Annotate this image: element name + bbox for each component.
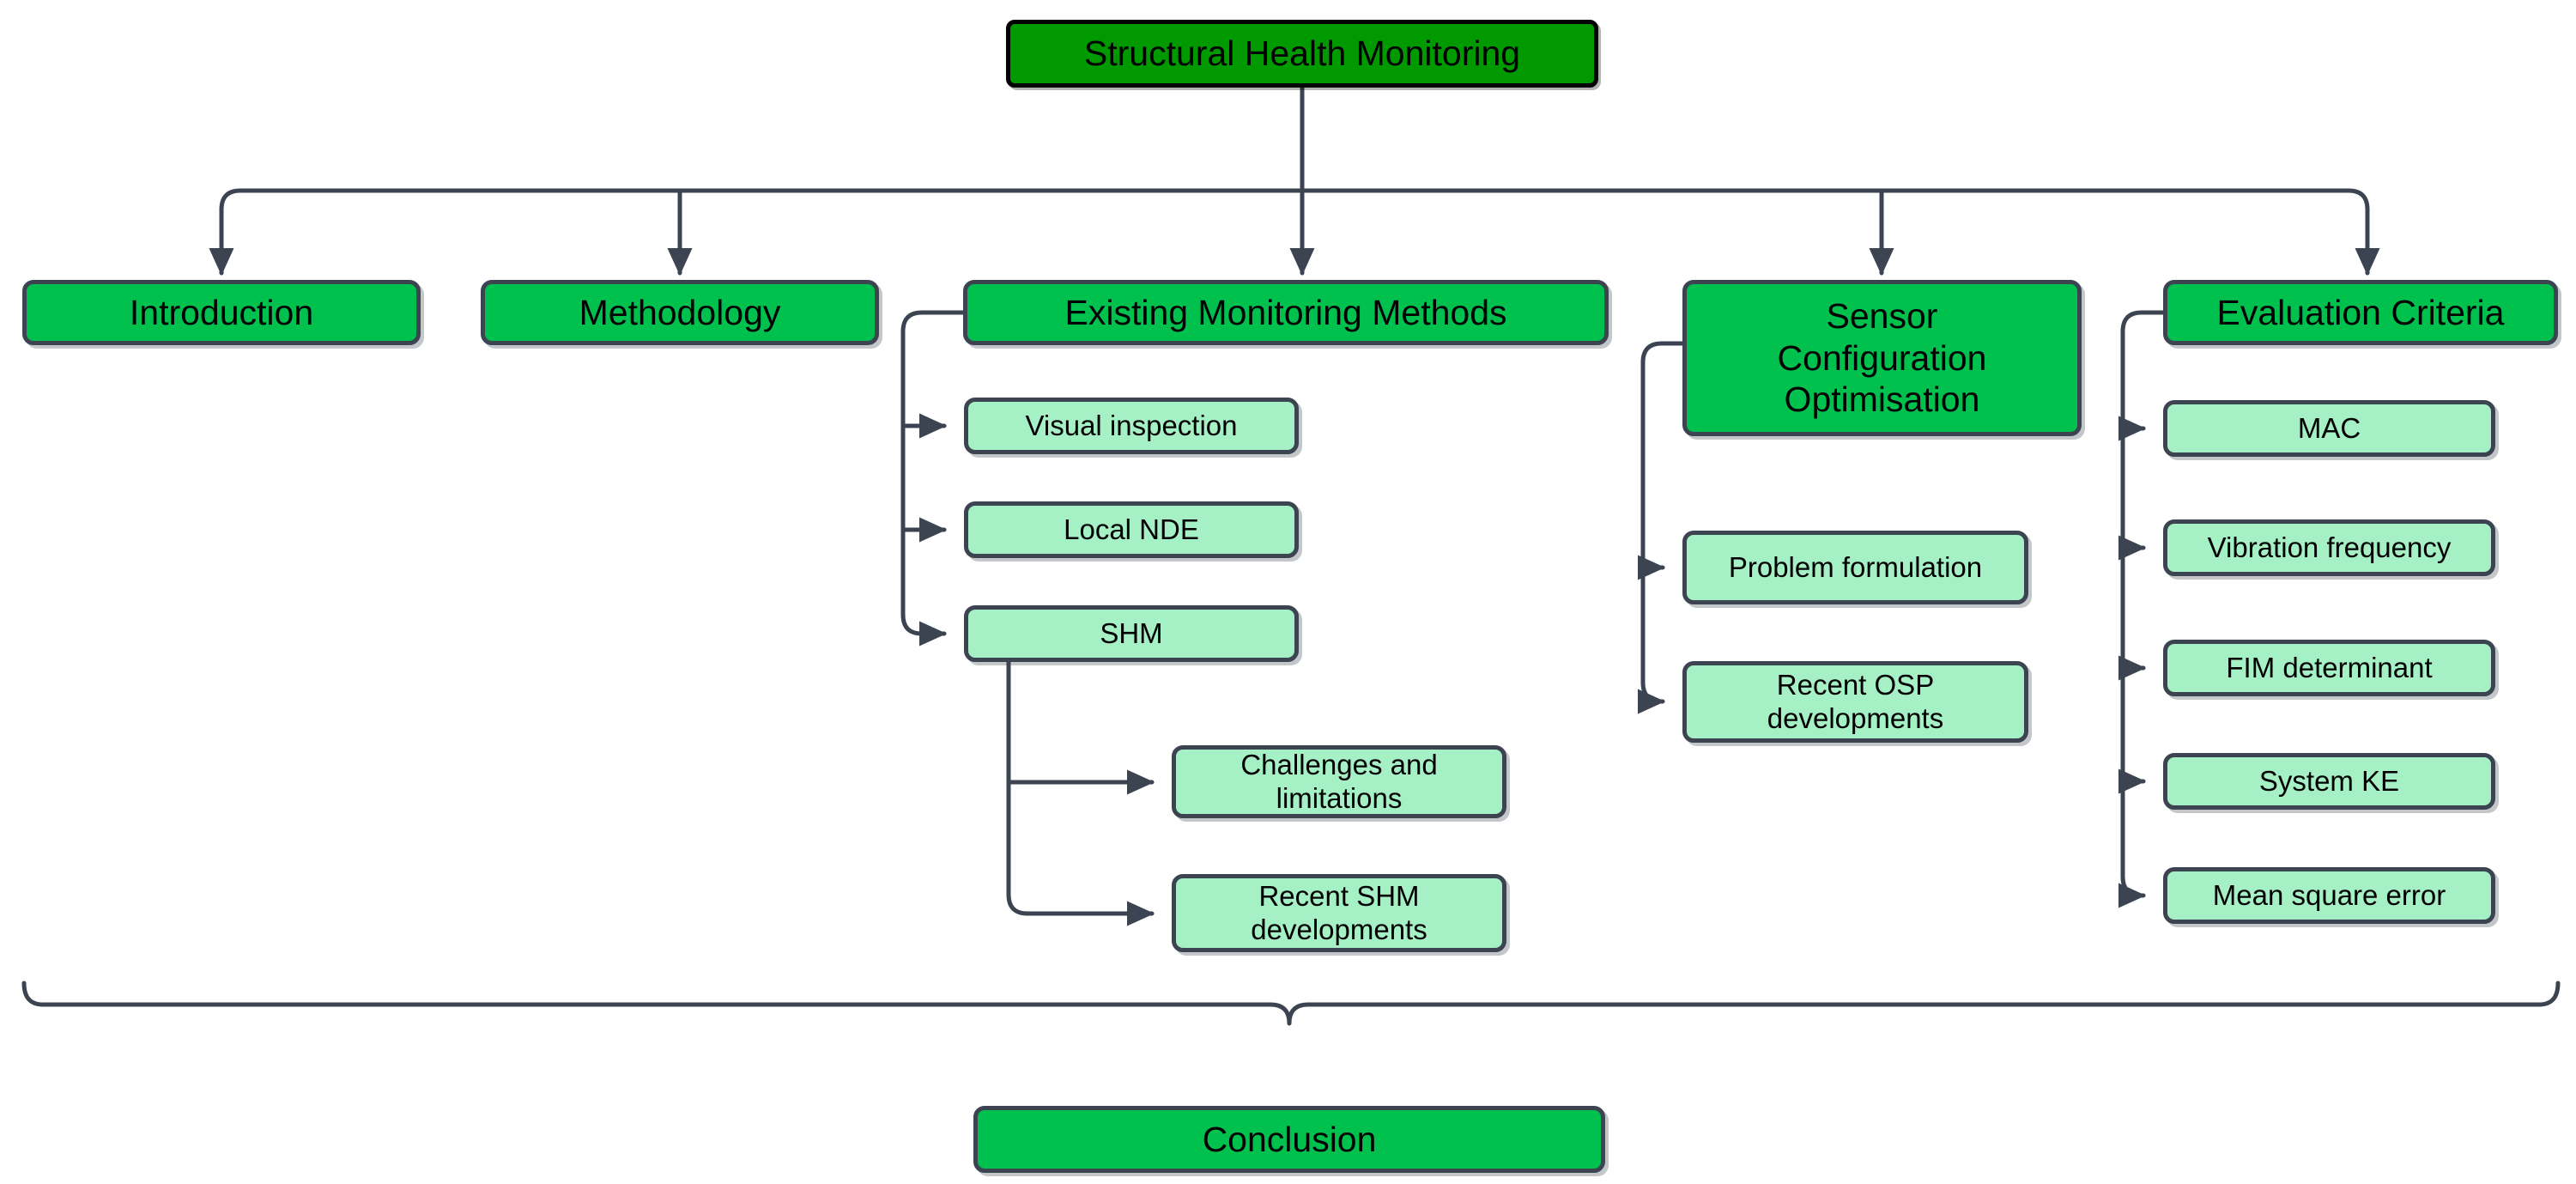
node-label: Visual inspection bbox=[1025, 409, 1238, 441]
node-challenges-and-limitations[interactable]: Challenges and limitations bbox=[1172, 745, 1506, 818]
node-shm[interactable]: SHM bbox=[964, 605, 1299, 662]
node-structural-health-monitoring[interactable]: Structural Health Monitoring bbox=[1006, 20, 1598, 88]
node-label: FIM determinant bbox=[2226, 651, 2433, 683]
node-methodology[interactable]: Methodology bbox=[481, 280, 879, 345]
edge-conclusion-bracket bbox=[21, 981, 2561, 1026]
node-label: Recent OSP developments bbox=[1767, 668, 1944, 734]
node-label: Vibration frequency bbox=[2207, 531, 2452, 563]
node-label: Conclusion bbox=[1202, 1119, 1377, 1159]
node-label: Local NDE bbox=[1064, 513, 1199, 545]
node-mac[interactable]: MAC bbox=[2163, 400, 2495, 457]
node-label: Evaluation Criteria bbox=[2216, 292, 2505, 332]
node-recent-shm-developments[interactable]: Recent SHM developments bbox=[1172, 874, 1506, 952]
node-label: MAC bbox=[2297, 411, 2361, 444]
node-mean-square-error[interactable]: Mean square error bbox=[2163, 867, 2495, 924]
node-local-nde[interactable]: Local NDE bbox=[964, 501, 1299, 558]
node-fim-determinant[interactable]: FIM determinant bbox=[2163, 640, 2495, 696]
node-label: System KE bbox=[2258, 764, 2400, 797]
node-recent-osp-developments[interactable]: Recent OSP developments bbox=[1682, 661, 2028, 743]
node-label: Structural Health Monitoring bbox=[1083, 33, 1521, 74]
edge-sco-rail bbox=[1637, 341, 1685, 714]
node-sensor-configuration-optimisation[interactable]: Sensor Configuration Optimisation bbox=[1682, 280, 2082, 436]
node-visual-inspection[interactable]: Visual inspection bbox=[964, 398, 1299, 454]
node-label: Mean square error bbox=[2212, 878, 2446, 911]
node-label: Methodology bbox=[579, 292, 781, 332]
node-vibration-frequency[interactable]: Vibration frequency bbox=[2163, 519, 2495, 576]
edge-root-rail bbox=[219, 188, 2370, 212]
node-evaluation-criteria[interactable]: Evaluation Criteria bbox=[2163, 280, 2558, 345]
node-label: Existing Monitoring Methods bbox=[1064, 292, 1507, 332]
node-label: Sensor Configuration Optimisation bbox=[1777, 296, 1987, 420]
node-conclusion[interactable]: Conclusion bbox=[973, 1106, 1605, 1173]
node-label: SHM bbox=[1100, 616, 1163, 649]
edge-ec-rail bbox=[2118, 310, 2166, 908]
node-existing-monitoring-methods[interactable]: Existing Monitoring Methods bbox=[963, 280, 1609, 345]
node-introduction[interactable]: Introduction bbox=[22, 280, 421, 345]
edge-shm-rail bbox=[1006, 659, 1155, 926]
node-problem-formulation[interactable]: Problem formulation bbox=[1682, 531, 2028, 604]
node-label: Recent SHM developments bbox=[1251, 879, 1427, 945]
node-label: Problem formulation bbox=[1728, 550, 1983, 583]
edge-emm-rail bbox=[900, 310, 966, 647]
node-system-ke[interactable]: System KE bbox=[2163, 753, 2495, 810]
node-label: Introduction bbox=[129, 292, 314, 332]
node-label: Challenges and limitations bbox=[1240, 748, 1438, 814]
